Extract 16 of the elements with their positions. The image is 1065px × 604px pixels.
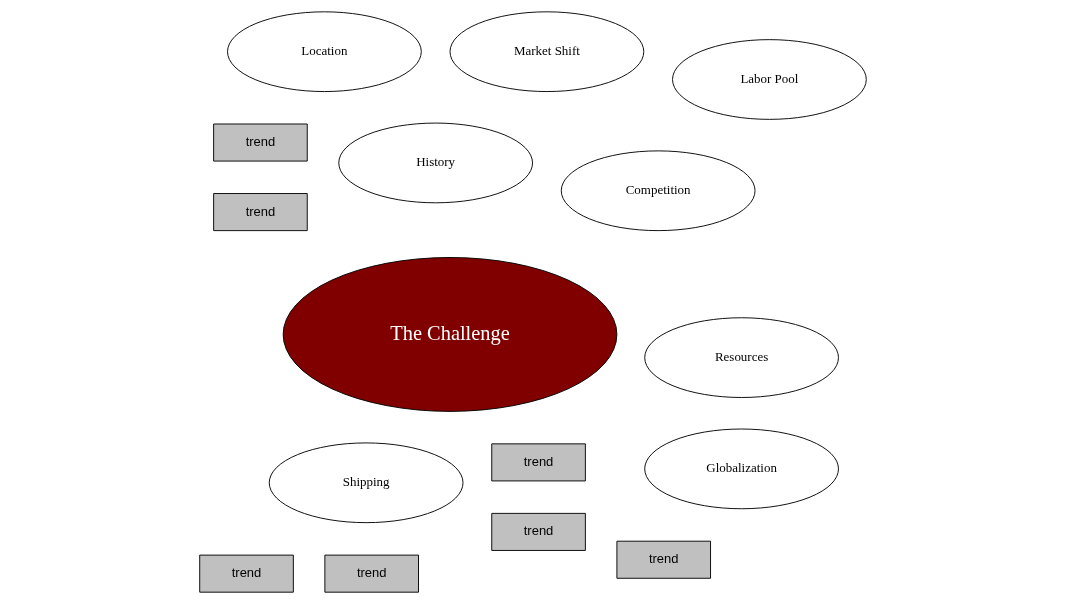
node-ellipse: Labor Pool [671,39,867,120]
node-box: trend [490,443,586,482]
node-box: trend [490,512,586,551]
node-ellipse: Shipping [268,442,463,524]
node-box: trend [323,554,419,593]
node-ellipse: Competition [560,150,755,232]
node-ellipse: Resources [643,317,839,398]
node-ellipse: The Challenge [282,257,617,412]
node-ellipse: Market Shift [449,11,644,92]
node-box: trend [212,193,308,232]
node-box: trend [212,123,308,162]
node-ellipse: History [337,122,533,204]
node-ellipse: Globalization [643,428,839,510]
node-box: trend [615,540,711,579]
node-box: trend [198,554,294,593]
node-ellipse: Location [226,11,422,92]
